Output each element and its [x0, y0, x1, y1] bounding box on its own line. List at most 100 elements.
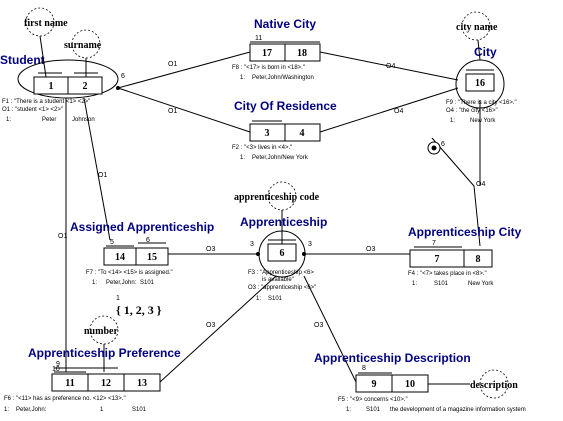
student-fact-1: F1 : "There is a student <1> <2>": [2, 99, 90, 105]
assigned-apprenticeship-title: Assigned Apprenticeship: [70, 220, 214, 234]
apprenticeship-description-role-9-label: 9: [372, 379, 377, 390]
native-city-uniq-num: 11: [255, 35, 262, 42]
native-city-pop-value: Peter,John/Washington: [252, 75, 314, 81]
native-city-pop-index: 1:: [240, 75, 245, 81]
city-fact-2: O4 : "the city <16>": [446, 108, 498, 114]
student-pop-first: Peter: [42, 117, 56, 123]
placeholder-first-name: first name: [24, 7, 68, 78]
edge-student-assigned: [83, 97, 111, 241]
assigned-fact: F7 : "To <14> <15> is assigned.": [86, 270, 173, 276]
edge-label-o4-appcity: O4: [476, 181, 485, 188]
apprenticeship-title: Apprenticeship: [240, 215, 327, 229]
apprenticeship-description-pop-code: S101: [366, 407, 381, 413]
first-name-link: [39, 35, 47, 78]
apprenticeship-city-pop-index: 1:: [412, 281, 417, 287]
student-pop-last: Johnson: [72, 117, 95, 123]
edge-label-o4-native: O4: [386, 63, 395, 70]
city-role-16[interactable]: [465, 73, 495, 92]
native-city-role-18[interactable]: [284, 43, 321, 62]
city-fact-1: F9 : "There is a city <16>.": [446, 100, 517, 106]
apprenticeship-preference-uniq-a: 9: [56, 361, 60, 368]
placeholder-apprenticeship-code: apprenticeship code: [234, 181, 320, 246]
apprenticeship-pop-index: 1:: [256, 296, 261, 302]
apprenticeship-description-fact: F5 : "<9> concerns <10>.": [338, 397, 408, 403]
student-fact-2: O1 : "student <1> <2>": [2, 107, 63, 113]
edge-native-city: [319, 51, 459, 81]
edge-labels: O1 O4 O1 O4 O1 O1 O3 O3 O4 O3 O3: [58, 61, 485, 329]
value-constraint-num: 1: [116, 295, 120, 302]
apprenticeship-preference-title: Apprenticeship Preference: [28, 346, 181, 360]
city-of-residence-role-4[interactable]: [284, 123, 321, 142]
city-of-residence-fact: F2 : "<3> lives in <4>.": [232, 145, 292, 151]
entity-apprenticeship-city: Apprenticeship City 7 7 8 F4 : "<7> take…: [408, 225, 522, 287]
entity-city-of-residence: City Of Residence 3 4 F2 : "<3> lives in…: [232, 99, 337, 161]
edge-pref-appr: [159, 275, 277, 383]
apprenticeship-left-dot: [256, 252, 260, 256]
edge-student-native: [117, 51, 251, 89]
apprenticeship-role-6-label: 6: [280, 248, 285, 259]
edge-student-residence: [117, 87, 251, 133]
assigned-pop-index: 1:: [92, 280, 97, 286]
apprenticeship-fact-1b: is available": [262, 277, 294, 283]
city-role-16-label: 16: [475, 78, 485, 89]
edge-residence-city: [319, 87, 459, 133]
city-name-label: city name: [456, 22, 498, 33]
edge-label-o3-city: O3: [366, 246, 375, 253]
edge-label-o3-pref: O3: [206, 322, 215, 329]
city-of-residence-title: City Of Residence: [234, 99, 337, 113]
edge-label-o1-residence: O1: [168, 108, 177, 115]
entity-student: Student 1 2 6 F1 : "There is a student <…: [0, 53, 125, 123]
city-of-residence-role-4-label: 4: [300, 128, 305, 139]
entity-apprenticeship-preference: Apprenticeship Preference 9 10 11 12 13 …: [4, 346, 181, 413]
student-role-2[interactable]: [67, 76, 103, 95]
value-constraint: 1 { 1, 2, 3 }: [116, 295, 162, 317]
apprenticeship-left-num: 3: [250, 241, 254, 248]
apprenticeship-city-role-8[interactable]: [463, 249, 493, 268]
assigned-uniq-right-num: 6: [146, 237, 150, 244]
subset-marker-dot: [431, 145, 437, 151]
edge-desc-appr: [303, 275, 357, 383]
native-city-title: Native City: [254, 17, 316, 31]
apprenticeship-preference-fact: F6 : "<11> has as preference no. <12> <1…: [4, 396, 126, 402]
subset-marker-label: 6: [441, 141, 445, 148]
apprenticeship-fact-1: F3 : "Apprenticeship <6>: [248, 270, 314, 276]
apprenticeship-description-title: Apprenticeship Description: [314, 351, 471, 365]
edge-label-o3-desc: O3: [314, 322, 323, 329]
assigned-role-15[interactable]: [135, 247, 169, 266]
city-of-residence-pop-value: Peter,John/New York: [252, 155, 309, 161]
student-ellipse: [17, 59, 119, 99]
description-circle: [479, 369, 509, 399]
apprenticeship-preference-role-13-label: 13: [137, 378, 147, 389]
apprenticeship-right-num: 3: [308, 241, 312, 248]
apprenticeship-preference-pop-index: 1:: [4, 407, 9, 413]
apprenticeship-right-dot: [302, 252, 306, 256]
apprenticeship-city-role-8-label: 8: [476, 254, 481, 265]
apprenticeship-preference-pop-number: 1: [100, 407, 104, 413]
entity-apprenticeship: Apprenticeship 6 3 3 F3 : "Apprenticeshi…: [240, 215, 327, 302]
first-name-label: first name: [24, 18, 68, 29]
edge-appcity-city: [431, 137, 481, 247]
subset-marker: 6: [427, 141, 445, 155]
assigned-role-14-label: 14: [115, 252, 125, 263]
apprenticeship-code-label: apprenticeship code: [234, 192, 320, 203]
student-role-2-label: 2: [83, 81, 88, 92]
placeholder-surname: surname: [64, 29, 102, 77]
native-city-fact: F8 : "<17> is born in <18>.": [232, 65, 305, 71]
description-label: description: [470, 380, 518, 391]
edge-label-o1-pref: O1: [58, 233, 67, 240]
assigned-uniq-left-num: 5: [110, 239, 114, 246]
apprenticeship-city-title: Apprenticeship City: [408, 225, 522, 239]
placeholder-city-name: city name: [456, 11, 498, 61]
apprenticeship-role-6[interactable]: [267, 243, 297, 262]
edge-label-o3-assigned: O3: [206, 246, 215, 253]
student-title: Student: [0, 53, 45, 67]
apprenticeship-fact-2: O3 : "apprenticeship <6>": [248, 285, 316, 291]
student-mandatory-dot: [116, 86, 120, 90]
apprenticeship-preference-role-13[interactable]: [123, 373, 161, 392]
apprenticeship-preference-role-12-label: 12: [101, 378, 111, 389]
placeholder-number: number: [84, 315, 118, 372]
student-number: 6: [121, 73, 125, 80]
apprenticeship-city-role-7-label: 7: [435, 254, 440, 265]
apprenticeship-description-uniq-num: 8: [362, 365, 366, 372]
